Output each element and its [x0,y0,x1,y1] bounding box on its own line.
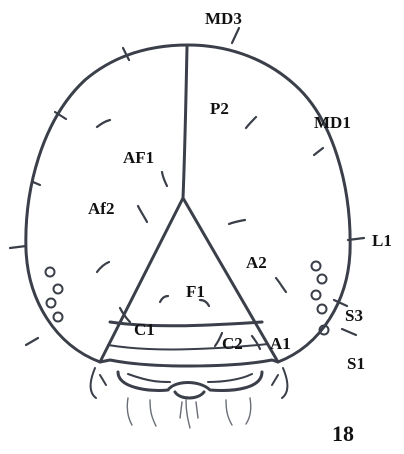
label-f1: F1 [186,282,205,301]
head-capsule-outline [26,45,350,362]
label-af1: AF1 [123,148,154,167]
clypeus-line [110,322,262,326]
labrum-outline [100,360,278,366]
labrum-notch [175,392,204,398]
label-l1: L1 [372,231,392,250]
coronal-suture [183,47,187,198]
label-s3: S3 [345,306,363,325]
labrum-inner [128,374,252,382]
right-antenna [272,368,287,398]
label-p2: P2 [210,99,229,118]
label-md3: MD3 [205,9,242,28]
frons-outline [100,198,278,362]
label-af2: Af2 [88,199,114,218]
label-a1: A1 [270,334,291,353]
label-a2: A2 [246,253,267,272]
left-antenna [91,368,106,398]
figure-number: 18 [332,421,354,446]
ventral-hairs [127,398,251,428]
label-c2: C2 [222,334,243,353]
label-s1: S1 [347,354,365,373]
labrum-lower [118,372,262,390]
label-c1: C1 [134,320,155,339]
left-stemmata [46,268,63,322]
clypeus-inner-line [108,344,268,349]
label-md1: MD1 [314,113,351,132]
